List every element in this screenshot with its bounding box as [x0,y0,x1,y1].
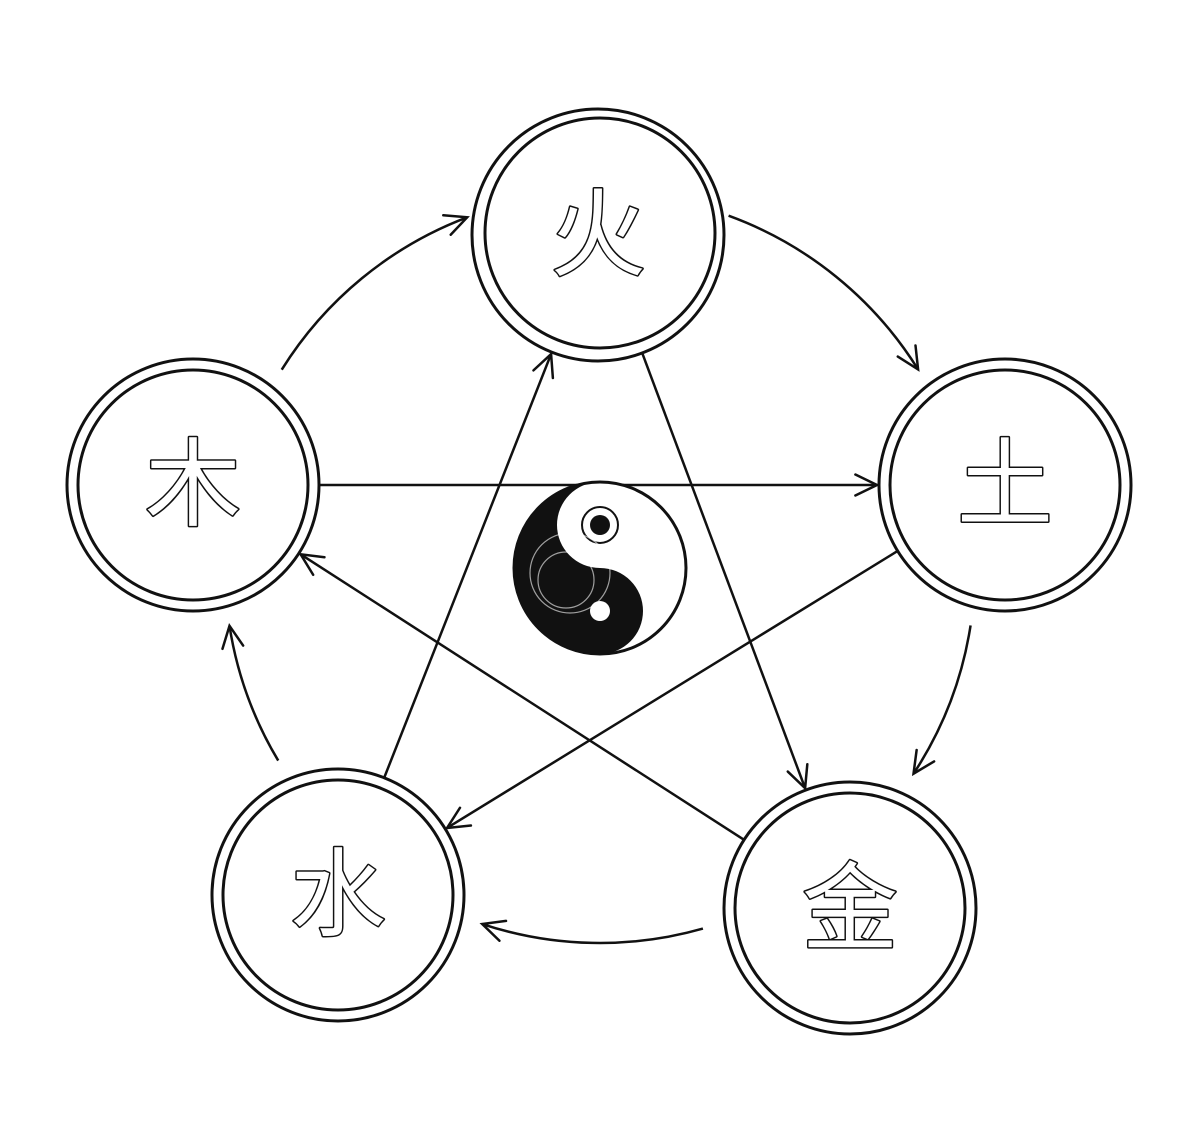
element-node-bottom-right: 金 [722,780,978,1036]
controlling-arrow-2 [299,553,745,841]
generating-arrow-4 [481,922,704,945]
controlling-arrowhead-1 [786,762,809,791]
element-label-bottom-right: 金 [802,853,898,965]
element-node-bottom-left: 水 [210,767,466,1023]
element-label-right: 土 [957,429,1053,541]
generating-arrow-2 [728,214,920,371]
element-label-left: 木 [145,429,241,541]
controlling-arrow-5 [383,353,553,779]
generating-arrowhead-3 [911,748,936,777]
controlling-arrowhead-4 [444,806,473,830]
generating-arrowhead-1 [442,213,470,236]
generating-arrow-3 [912,625,972,775]
generating-arrow-5 [228,625,280,762]
controlling-arrow-1 [641,352,807,789]
element-node-top: 火 [470,107,726,363]
generating-arrow-1 [280,216,468,371]
controlling-arrowhead-5 [532,351,555,380]
generating-arrowhead-5 [221,622,245,651]
element-label-top: 火 [550,179,646,291]
controlling-arrowhead-2 [298,552,326,577]
generating-arrowhead-4 [479,919,508,942]
generating-arrowhead-2 [896,344,920,372]
element-label-bottom-left: 水 [290,839,386,951]
controlling-arrowhead-3 [854,473,880,497]
yin-yang-icon [512,480,688,656]
element-node-left: 木 [65,357,321,613]
controlling-arrow-4 [446,549,899,830]
element-node-right: 土 [877,357,1133,613]
